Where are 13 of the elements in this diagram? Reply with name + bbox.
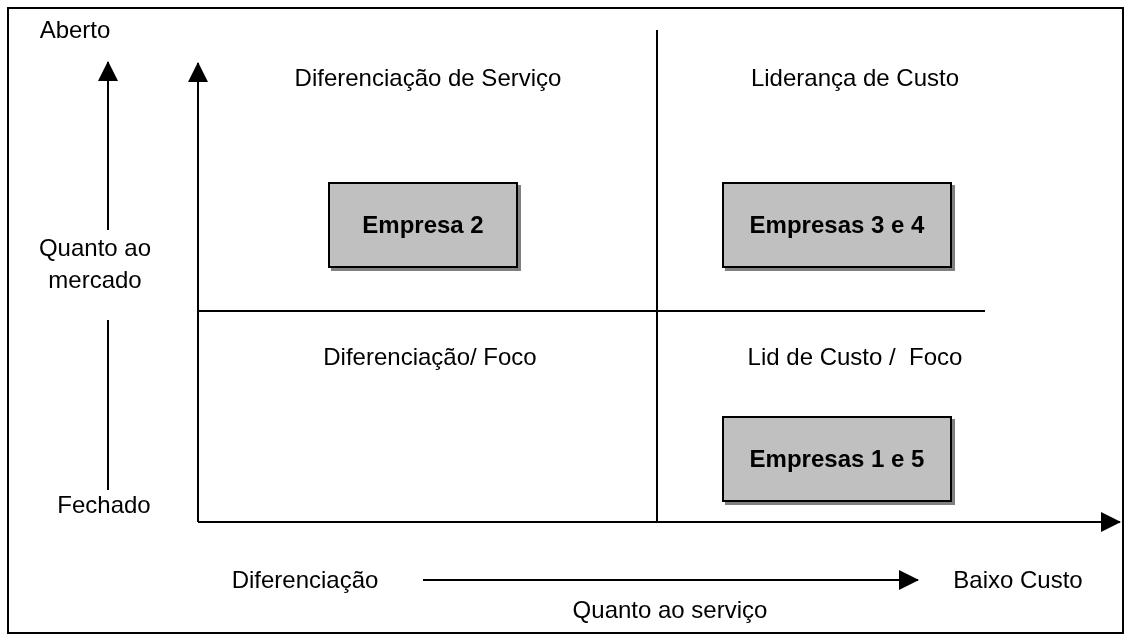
axis-title: Quanto ao serviço bbox=[571, 595, 769, 625]
quadrant-title: Diferenciação de Serviço bbox=[293, 63, 563, 93]
axis-label: Baixo Custo bbox=[952, 565, 1084, 595]
company-box: Empresa 2 bbox=[328, 182, 518, 268]
quadrant-title: Liderança de Custo bbox=[749, 63, 961, 93]
axis-label: Diferenciação bbox=[230, 565, 380, 595]
axis-label: Fechado bbox=[56, 490, 152, 520]
company-box: Empresas 1 e 5 bbox=[722, 416, 952, 502]
company-box: Empresas 3 e 4 bbox=[722, 182, 952, 268]
axis-title: Quanto ao mercado bbox=[37, 233, 153, 295]
quadrant-title: Diferenciação/ Foco bbox=[322, 342, 538, 372]
axis-label: Aberto bbox=[38, 15, 112, 45]
quadrant-title: Lid de Custo / Foco bbox=[746, 342, 964, 372]
